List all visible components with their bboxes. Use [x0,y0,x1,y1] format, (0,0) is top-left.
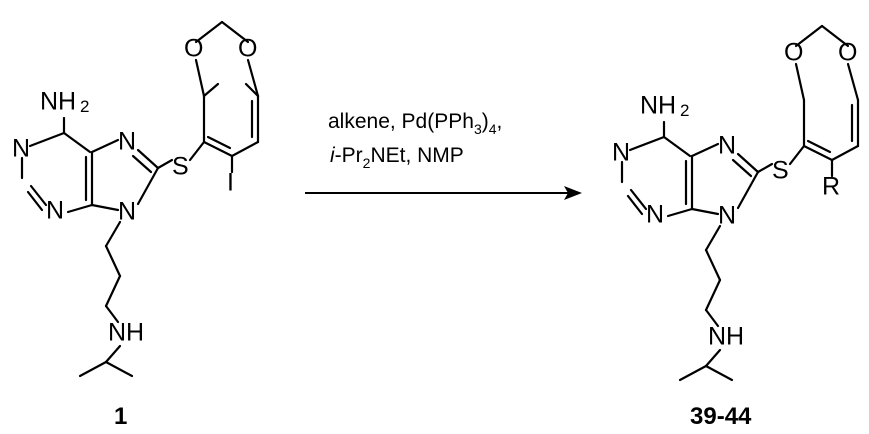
bond [666,207,694,218]
atom-o1: O [184,35,203,63]
bond [704,364,734,382]
atom-r-group: R [822,173,840,201]
atom-n7: N [718,132,736,160]
bond [194,20,224,44]
bond [756,162,774,174]
product-structure: NH 2 N N N N S R O O NH [612,24,860,382]
bond [131,154,153,174]
bond [104,360,134,378]
bond [29,184,48,207]
bond [794,24,824,48]
bond [629,188,648,211]
atom-n3: N [46,197,64,225]
reaction-conditions: alkene, Pd(PPh3)4, i-Pr2NEt, NMP [328,110,502,171]
atom-s: S [772,157,789,185]
bond [806,139,832,154]
bond [194,58,206,98]
bond [202,82,220,98]
bond [220,20,250,44]
bond [156,158,174,170]
bond [206,135,232,150]
bond [690,207,720,216]
bond [28,131,66,148]
bond [188,140,206,162]
reactant-label: 1 [114,403,127,430]
bond [704,348,722,368]
bond [662,135,692,158]
bond [704,308,720,328]
atom-o1: O [784,39,803,67]
bond [731,158,753,178]
bond [678,364,708,382]
bond [244,82,260,98]
bond [830,144,860,162]
atom-n1: N [12,135,30,163]
bond [704,248,722,282]
bond [690,142,720,158]
atom-n1: N [612,139,630,167]
atom-nh2: NH [640,92,676,120]
atom-n9: N [718,202,736,230]
bond [90,203,120,212]
atom-nh: NH [108,319,144,347]
bond [794,62,806,102]
bond [246,58,260,98]
bond [202,140,234,158]
atom-nh2: NH [40,88,76,116]
bond [820,24,850,48]
bond [136,148,160,170]
atom-iodine: I [227,169,234,197]
bond [104,344,122,364]
bond [704,278,722,312]
bond [802,144,834,162]
atom-nh2-subscript: 2 [680,101,689,120]
conditions-line-2: i-Pr2NEt, NMP [330,144,464,171]
bond [704,224,722,252]
atom-o2: O [838,39,857,67]
reactant-structure: NH 2 N N N N S I O O NH [12,20,260,378]
bond [736,152,760,174]
bond [62,131,92,154]
reaction-arrow-head [564,186,582,200]
bond [736,170,760,210]
bond [78,360,108,378]
conditions-line-1: alkene, Pd(PPh3)4, [328,110,502,137]
atom-nh2-subscript: 2 [80,97,89,116]
atom-o2: O [238,35,257,63]
atom-n7: N [118,128,136,156]
atom-n3: N [646,201,664,229]
bond [136,166,160,206]
bond [104,274,122,308]
bond [846,62,860,102]
atom-n9: N [118,198,136,226]
atom-s: S [172,153,189,181]
bond [90,138,120,154]
bond [66,203,94,214]
atom-nh: NH [708,323,744,351]
bond [788,144,806,166]
bond [230,140,260,158]
bond [628,135,666,152]
bond [104,244,122,278]
bond [626,194,644,216]
bond [104,220,122,248]
product-label: 39-44 [690,403,752,430]
bond [26,190,44,212]
bond [104,304,120,324]
